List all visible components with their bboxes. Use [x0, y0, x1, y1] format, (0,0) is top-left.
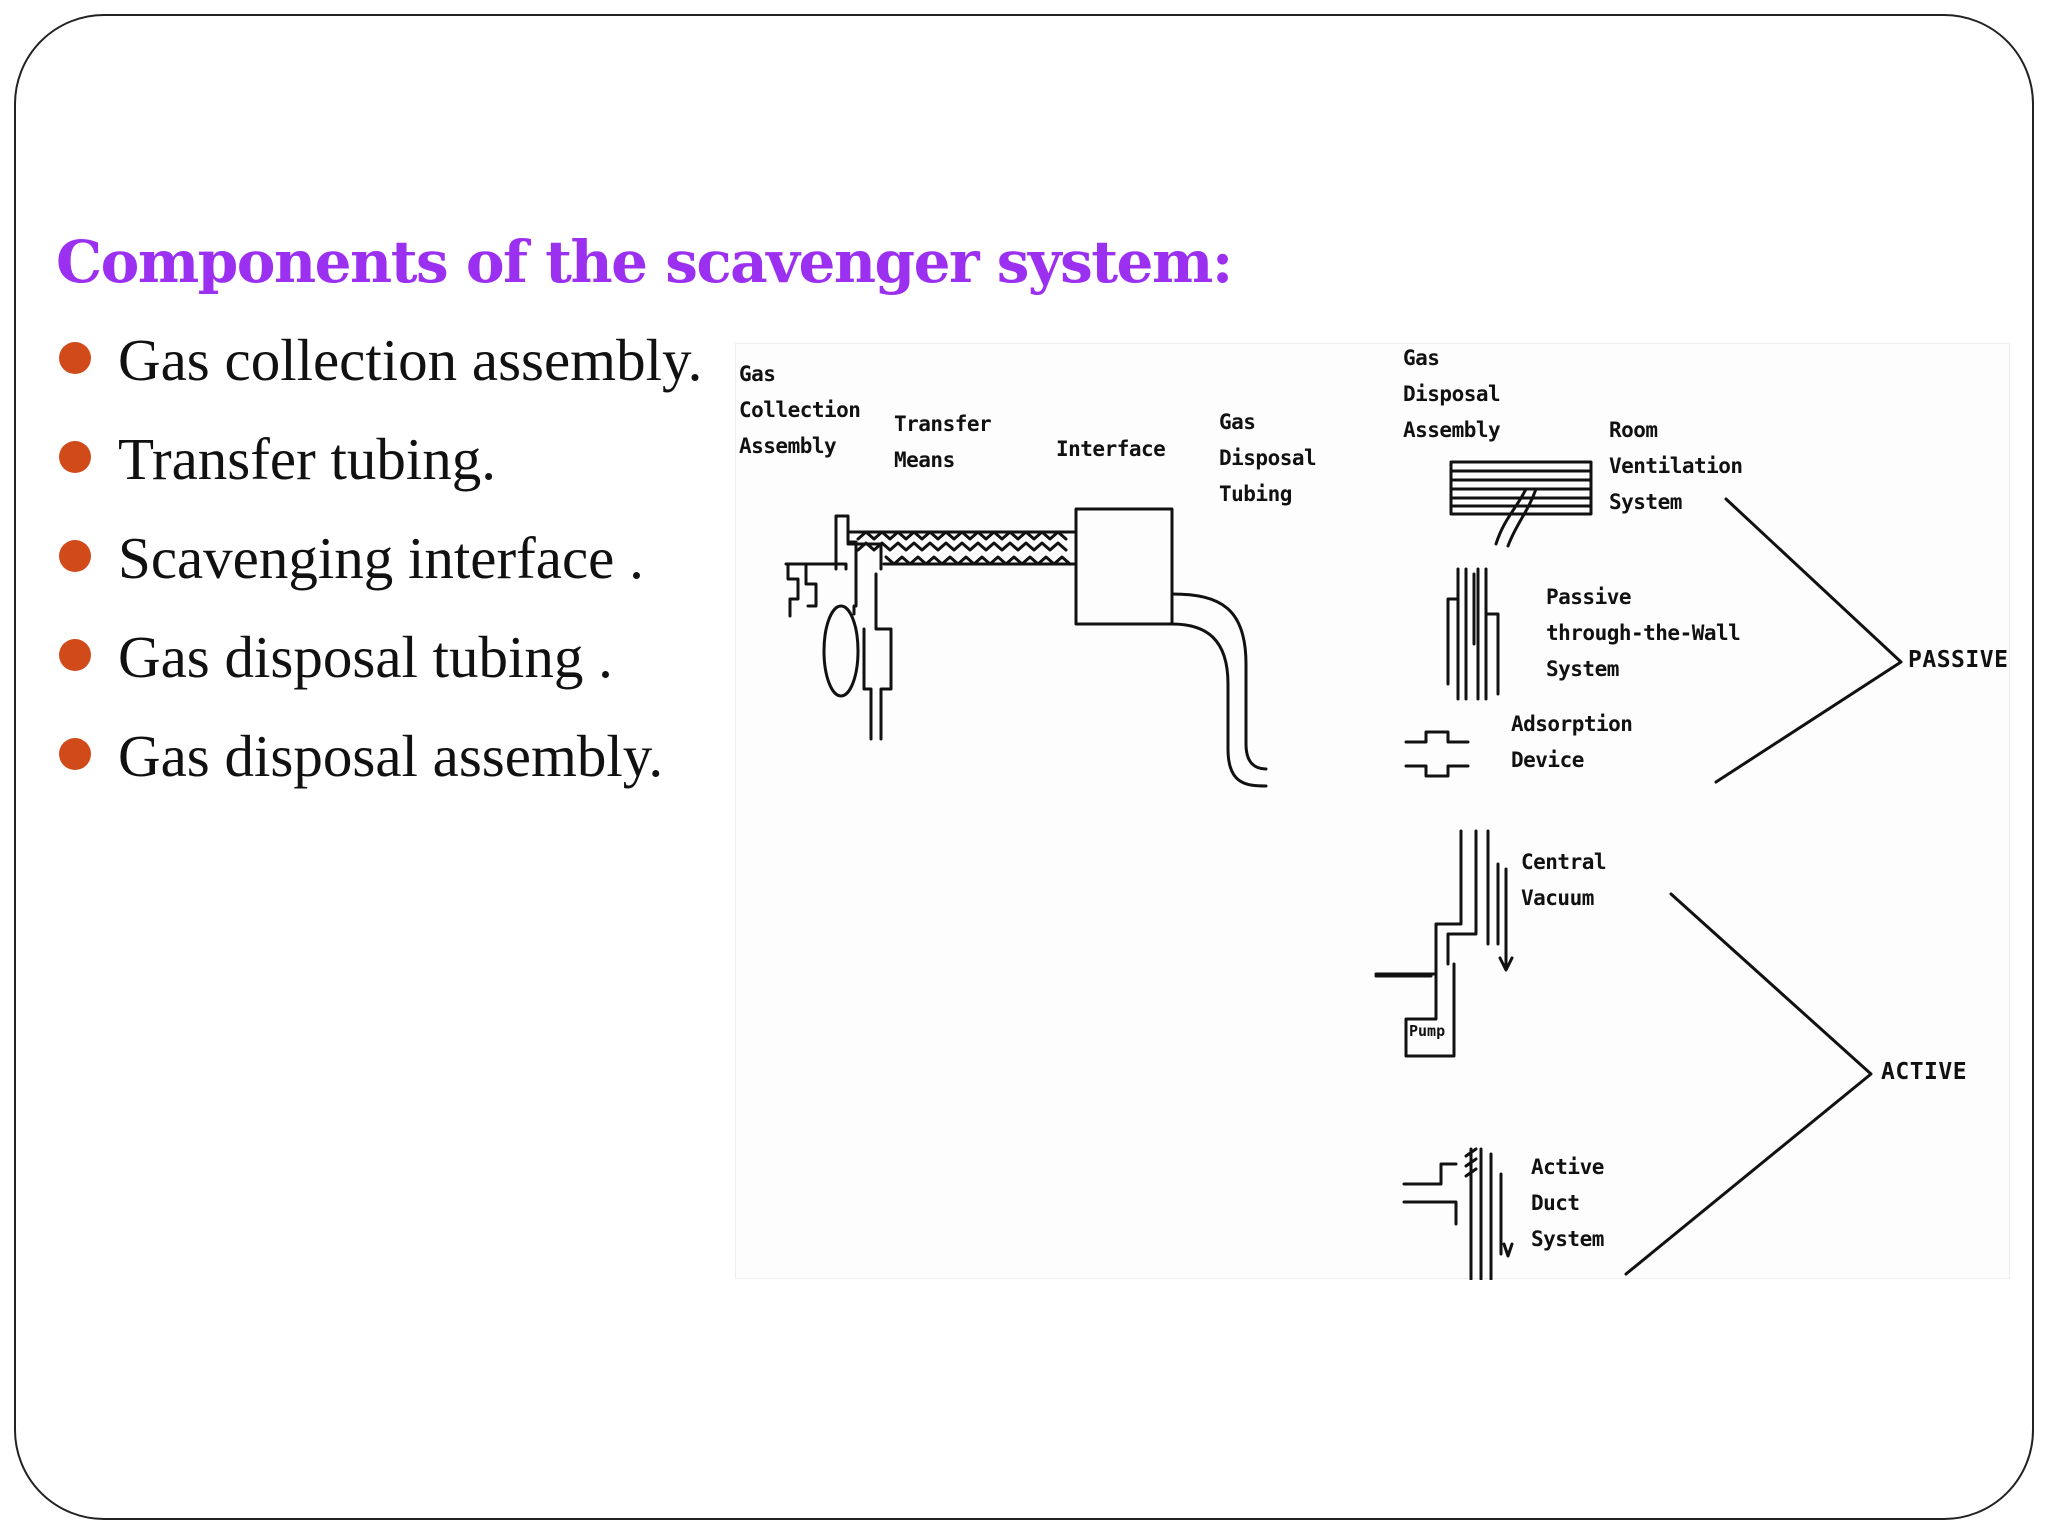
- scavenger-diagram: Gas Collection Assembly Transfer Means I…: [735, 343, 2010, 1280]
- label-passive-wall: Passive through-the-Wall System: [1546, 585, 1741, 681]
- interface-drawing: [1074, 507, 1268, 788]
- through-wall-drawing: [1446, 567, 1500, 701]
- room-ventilation-drawing: [1449, 460, 1593, 548]
- diagram-drawing: [784, 460, 1903, 1280]
- bullet-text: Gas disposal tubing .: [118, 624, 613, 690]
- label-transfer-means: Transfer Means: [894, 412, 992, 472]
- label-adsorption: Adsorption Device: [1511, 712, 1633, 772]
- active-bracket: [1624, 892, 1873, 1276]
- transfer-tubing-drawing: [846, 530, 1078, 566]
- slide-title: Components of the scavenger system:: [56, 228, 1233, 296]
- label-gas-disposal-tubing: Gas Disposal Tubing: [1219, 410, 1317, 506]
- label-room-ventilation: Room Ventilation System: [1609, 418, 1743, 514]
- bullet-dot-icon: [59, 540, 91, 572]
- bullet-text: Gas disposal assembly.: [118, 723, 664, 789]
- central-vacuum-drawing: [1374, 829, 1514, 1058]
- label-pump: Pump: [1409, 1022, 1446, 1040]
- passive-bracket: [1714, 497, 1903, 784]
- label-interface: Interface: [1056, 437, 1166, 461]
- bullet-dot-icon: [59, 441, 91, 473]
- bullet-text: Transfer tubing.: [118, 426, 497, 492]
- bullet-dot-icon: [59, 639, 91, 671]
- group-passive: PASSIVE: [1908, 647, 2009, 673]
- bullet-dot-icon: [59, 738, 91, 770]
- label-gas-collection: Gas Collection Assembly: [739, 362, 861, 458]
- active-duct-drawing: [1402, 1147, 1514, 1280]
- bullet-dot-icon: [59, 342, 91, 374]
- group-active: ACTIVE: [1881, 1059, 1968, 1085]
- label-central-vacuum: Central Vacuum: [1521, 850, 1607, 910]
- bullet-text: Gas collection assembly.: [118, 327, 703, 393]
- adsorption-device-drawing: [1404, 730, 1470, 778]
- label-active-duct: Active Duct System: [1531, 1155, 1604, 1251]
- bullet-text: Scavenging interface .: [118, 525, 644, 591]
- collection-assembly-drawing: [784, 514, 893, 741]
- label-gas-disposal-assembly: Gas Disposal Assembly: [1403, 346, 1501, 442]
